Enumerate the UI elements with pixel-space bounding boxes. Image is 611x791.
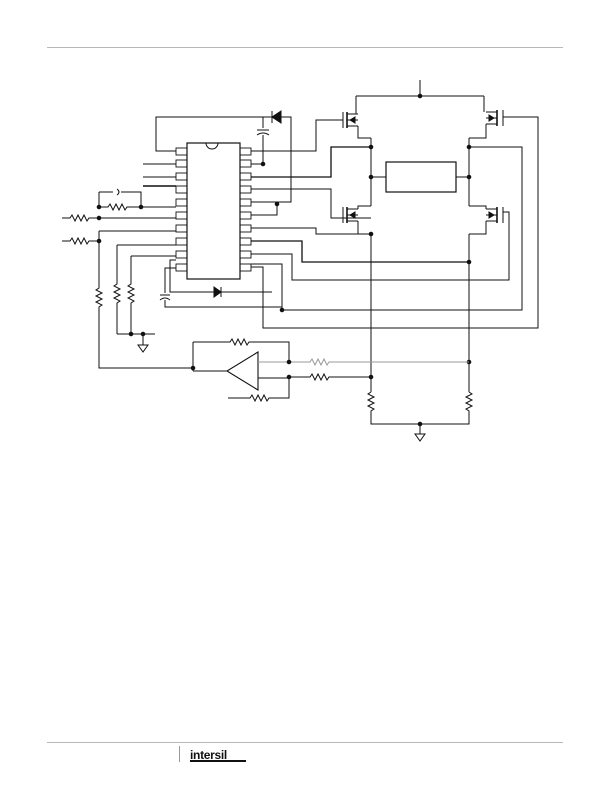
bridge-left-leg <box>368 138 386 206</box>
brand-logo-underline <box>190 760 246 762</box>
vcc-bypass-capacitor <box>159 267 282 308</box>
pull-down-resistors <box>94 244 193 369</box>
sense-amplifier <box>190 337 469 403</box>
brand-logo: intersil <box>190 748 227 762</box>
input-lines <box>96 163 176 212</box>
bridge-right-leg <box>456 138 472 206</box>
low-side-mosfet-right <box>469 205 504 235</box>
sense-resistors <box>366 391 474 442</box>
input-resistor-2 <box>62 230 176 283</box>
low-side-mosfet-left <box>331 205 371 235</box>
bootstrap-bottom-diode <box>169 259 272 298</box>
footer-logo-divider <box>179 746 180 762</box>
footer-rule <box>47 742 563 743</box>
high-side-mosfet-left <box>342 96 371 139</box>
ic-right-pins <box>239 147 252 272</box>
input-resistor-1 <box>62 213 176 223</box>
motor-load <box>385 161 457 193</box>
bootstrap-top-loop <box>155 110 292 203</box>
ic-right-connections <box>251 116 539 329</box>
ic-left-pins <box>175 147 188 272</box>
supply-rail <box>355 80 485 112</box>
header-rule <box>47 47 563 48</box>
bridge-lower-legs <box>368 231 472 392</box>
driver-ic <box>186 142 241 280</box>
high-side-mosfet-right <box>469 96 504 139</box>
